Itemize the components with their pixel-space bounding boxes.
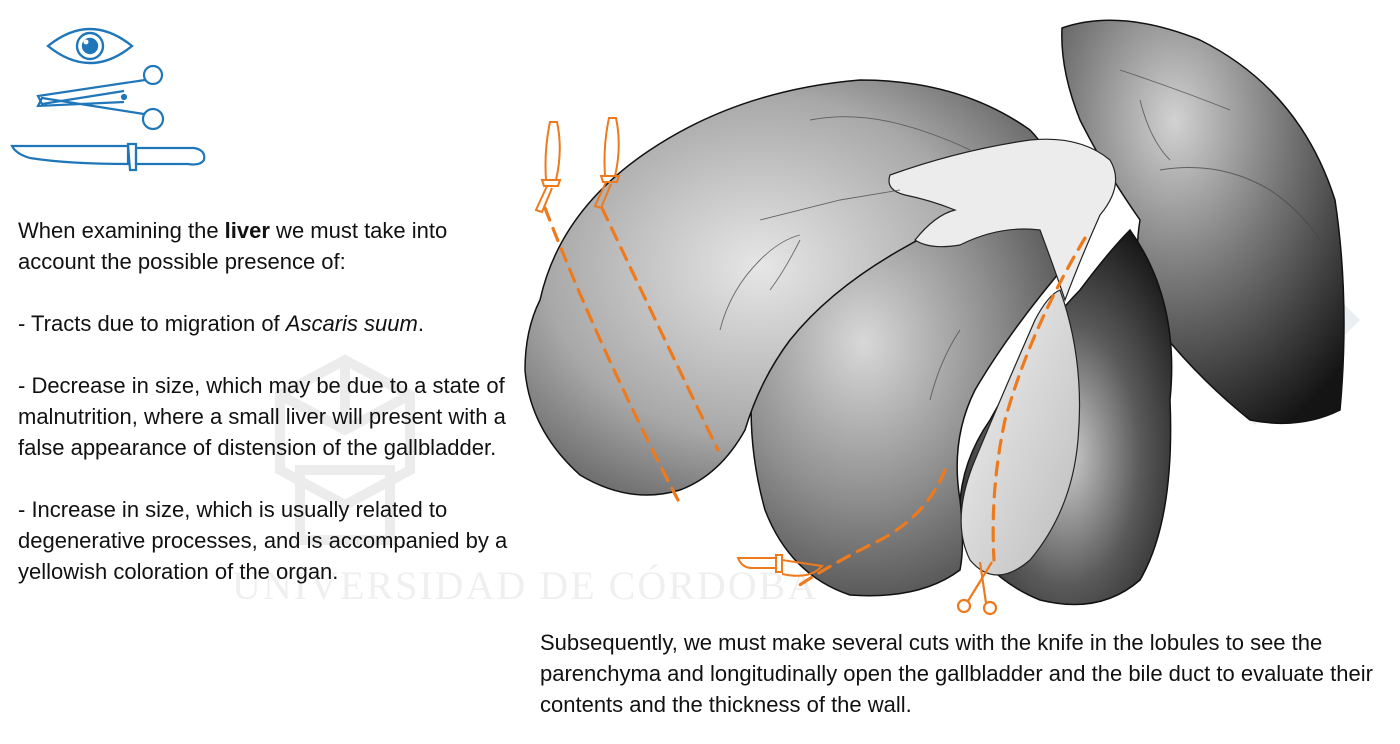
cut-line-left-2 <box>600 206 720 452</box>
liver-illustration: 3 <box>524 19 1360 616</box>
list-item-increase-size: - Increase in size, which is usually rel… <box>18 497 508 584</box>
cut-line-gallbladder <box>991 236 1087 562</box>
scissors-icon-orange <box>956 561 998 616</box>
intro-text-block: When examining the liver we must take in… <box>18 215 518 587</box>
liver-keyword: liver <box>224 218 270 243</box>
cut-line-left-1 <box>543 206 680 502</box>
knife-icon-orange-3 <box>736 554 824 577</box>
list-item-ascaris: - Tracts due to migration of Ascaris suu… <box>18 308 518 339</box>
list-item-decrease-size: - Decrease in size, which may be due to … <box>18 373 506 460</box>
cut-lines <box>543 206 1087 590</box>
scissors-icon <box>36 64 165 131</box>
intro-line-end: we must take into account the possible p… <box>18 218 448 274</box>
list-item-ascaris-start: - Tracts due to migration of <box>18 311 286 336</box>
knife-icon <box>10 142 206 172</box>
tools-icon-group <box>10 27 206 172</box>
bile-duct <box>888 138 1117 302</box>
intro-paragraph: When examining the liver we must take in… <box>18 215 518 277</box>
intro-line-start: When examining the <box>18 218 225 243</box>
cut-line-lower <box>793 468 947 590</box>
ascaris-suum-term: Ascaris suum <box>285 311 418 336</box>
vessel-lines <box>719 69 1321 401</box>
procedure-caption: Subsequently, we must make several cuts … <box>540 630 1373 717</box>
eye-icon <box>46 27 134 65</box>
knife-icon-orange-2 <box>593 117 621 210</box>
knife-icon-orange-1 <box>534 121 562 214</box>
gallbladder <box>960 289 1081 576</box>
list-item-ascaris-end: . <box>417 311 424 336</box>
